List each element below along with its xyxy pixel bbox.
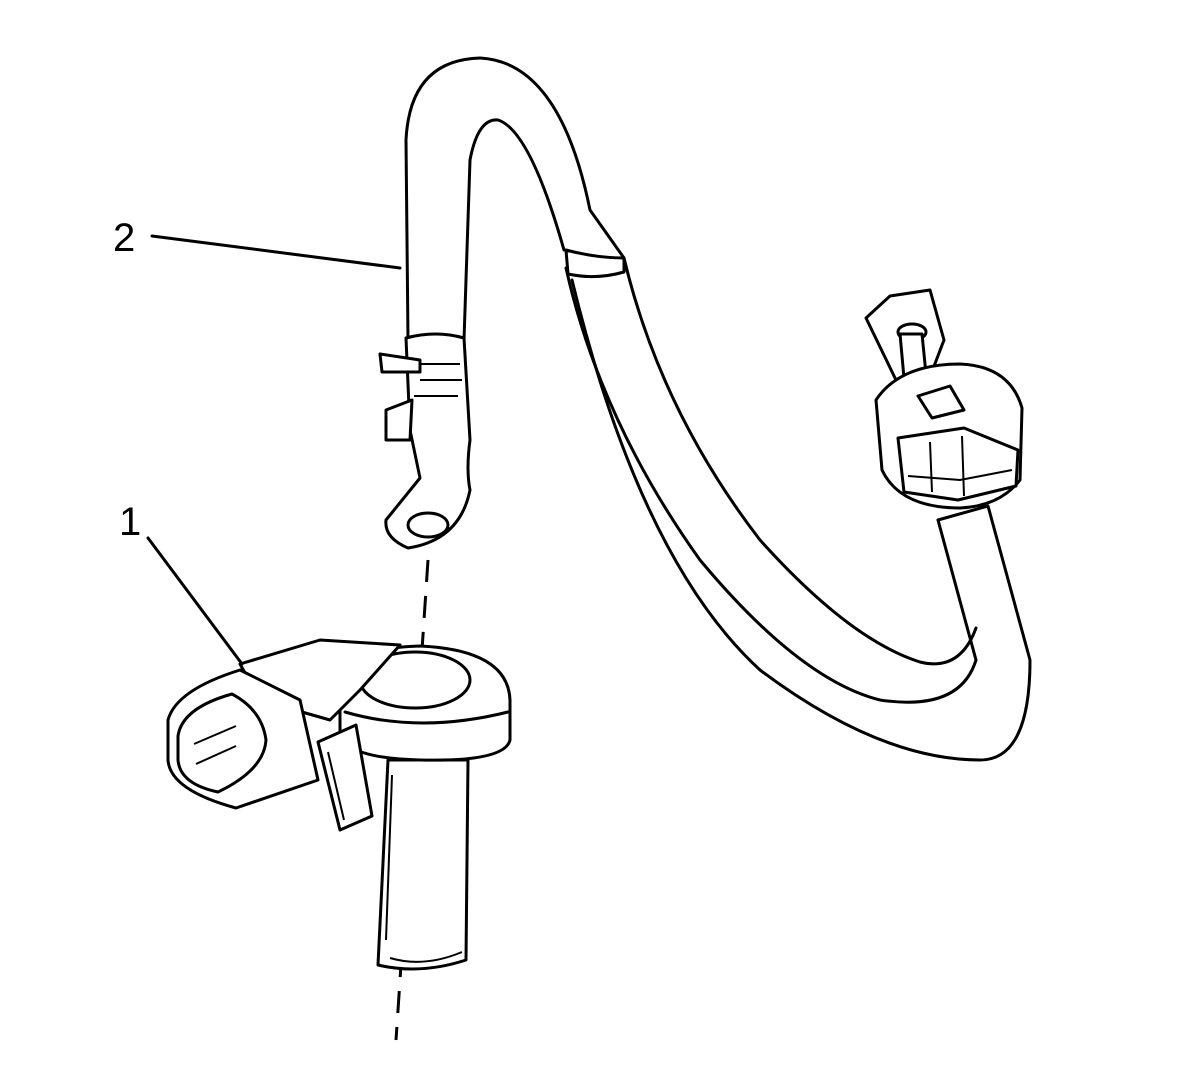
sensor-connector [166,668,320,810]
harness-end-connector [864,288,1024,510]
sensor-tube [376,758,470,971]
callout-label-2: 2 [113,216,136,260]
leader-line-1 [146,536,244,666]
harness-cable [404,56,1032,762]
eyelet-terminal [378,332,472,550]
leader-line-2 [150,234,402,270]
callout-label-1: 1 [119,500,142,544]
